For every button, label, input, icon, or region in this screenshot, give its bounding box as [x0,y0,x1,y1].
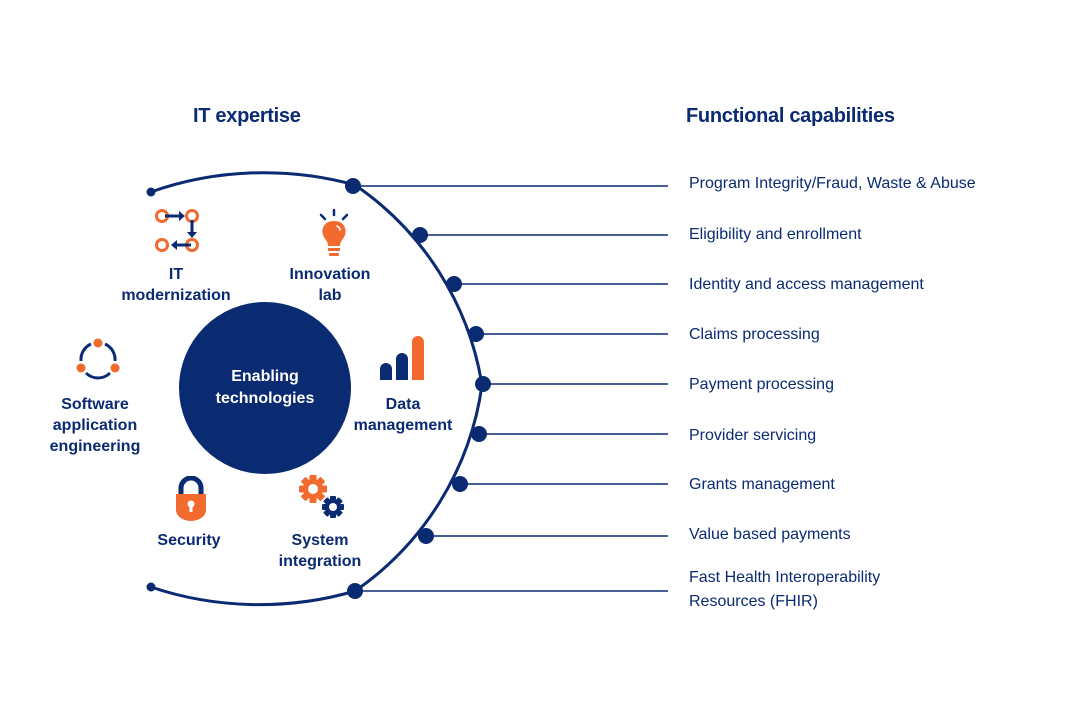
lightbulb-icon [319,208,349,256]
capability-item: Identity and access management [689,276,924,293]
arc-end-dot-top [146,187,156,197]
capability-item: Grants management [689,476,835,493]
capability-item: Eligibility and enrollment [689,226,862,243]
capability-node-dot [345,178,361,194]
expertise-label-system-integration: System integration [278,532,362,570]
capability-item: Program Integrity/Fraud, Waste & Abuse [689,175,976,192]
functional-capabilities-heading: Functional capabilities [686,105,895,127]
capability-node-dot [412,227,428,243]
enabling-technologies-circle [179,302,351,474]
padlock-icon [176,476,206,521]
process-flow-icon [155,209,199,252]
expertise-label-innovation-lab: Innovation lab [289,266,371,304]
capability-node-dot [468,326,484,342]
gears-icon [299,475,344,518]
capability-item: Provider servicing [689,427,817,444]
capability-item: Value based payments [689,526,851,543]
capability-node-dot [452,476,468,492]
arc-end-dot-bottom [146,582,156,592]
capability-item: Payment processing [689,376,834,393]
network-cycle-icon [76,338,120,380]
capability-node-dot [475,376,491,392]
expertise-label-security: Security [157,532,221,549]
enabling-technologies-label: Enabling technologies [215,368,315,407]
capability-item: Claims processing [689,326,820,343]
capability-node-dot [446,276,462,292]
expertise-label-software-application-engineering: Software application engineering [49,396,141,455]
capability-node-dot [347,583,363,599]
capability-node-dot [471,426,487,442]
capability-item: Fast Health Interoperability Resources (… [689,569,881,610]
capability-node-dot [418,528,434,544]
it-expertise-heading: IT expertise [193,105,301,127]
expertise-label-it-modernization: IT modernization [121,266,231,304]
expertise-label-data-management: Data management [353,396,453,434]
bar-chart-icon [380,336,424,380]
